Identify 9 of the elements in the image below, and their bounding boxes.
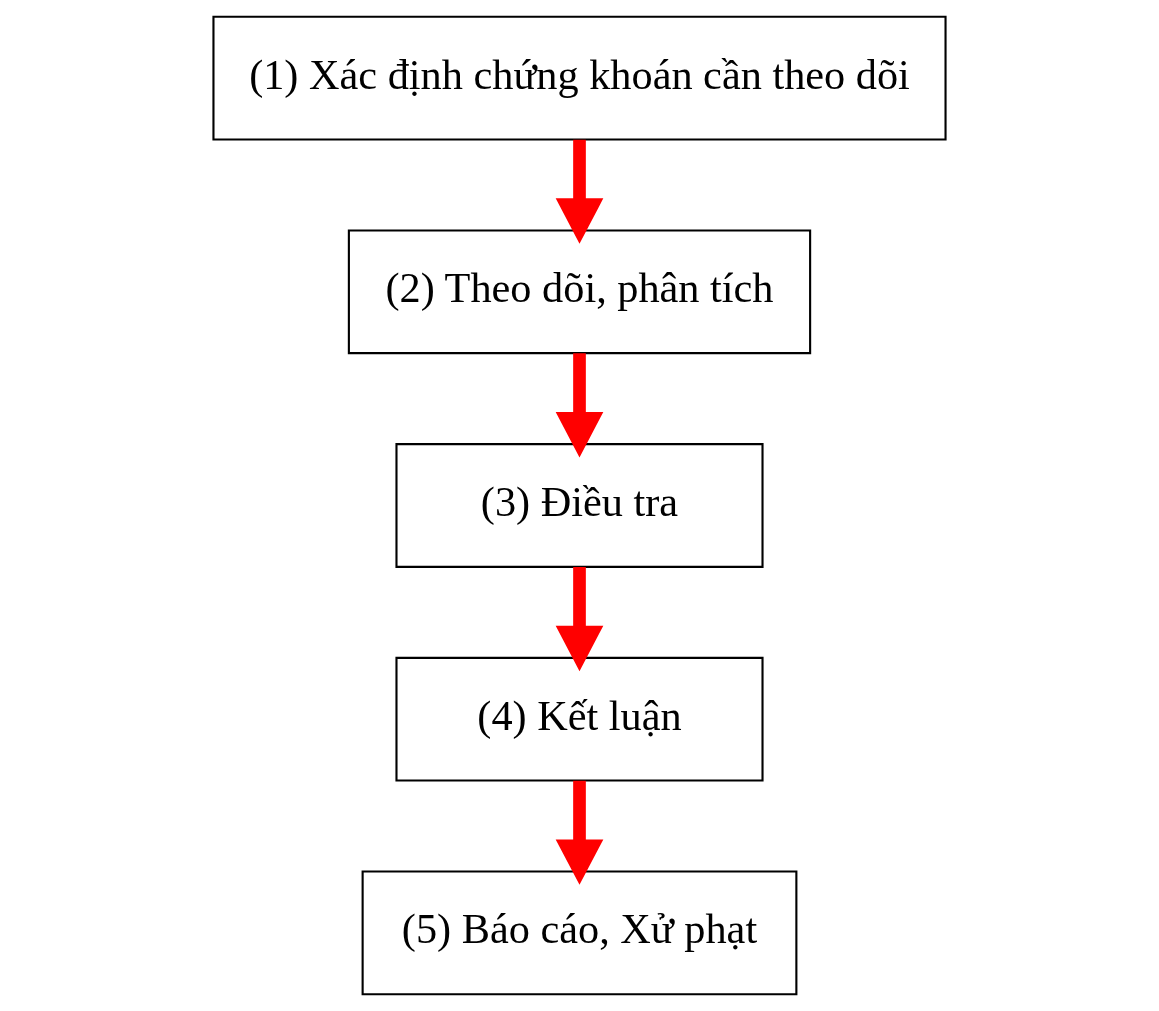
- arrow: [555, 780, 604, 885]
- arrow: [555, 567, 604, 672]
- arrow: [555, 139, 604, 244]
- node-box: (2) Theo dõi, phân tích: [347, 229, 812, 355]
- arrow: [555, 353, 604, 458]
- node-box: (1) Xác định chứng khoán cần theo dõi: [212, 15, 947, 141]
- node-box: (5) Báo cáo, Xử phạt: [361, 870, 798, 996]
- node-box: (4) Kết luận: [395, 656, 764, 782]
- node-box: (3) Điều tra: [395, 443, 764, 568]
